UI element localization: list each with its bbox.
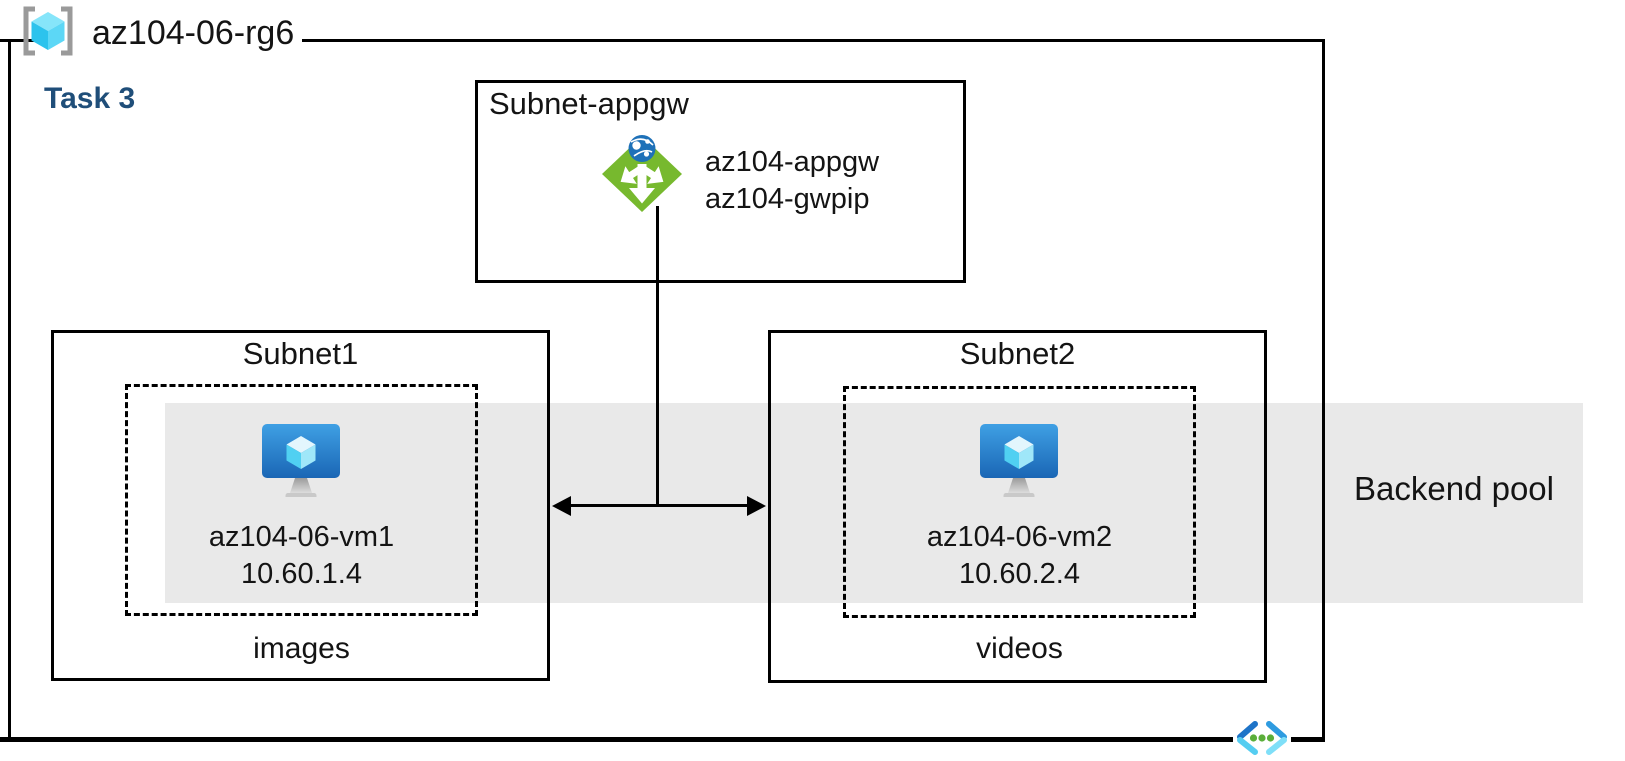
arrowhead-right-icon <box>747 496 766 516</box>
resource-group-border-top-right-segment <box>302 39 1325 42</box>
subnet2-backend-dashed-box <box>843 386 1196 618</box>
vm2-ip-address: 10.60.2.4 <box>959 558 1080 590</box>
subnet2-title: Subnet2 <box>959 336 1076 371</box>
application-gateway-icon <box>598 128 686 216</box>
subnet1-backend-dashed-box <box>125 384 478 616</box>
virtual-machine-icon-vm2 <box>979 423 1059 499</box>
task-label: Task 3 <box>44 82 136 115</box>
vm1-name: az104-06-vm1 <box>208 521 395 553</box>
subnet2-app-label: videos <box>976 632 1063 665</box>
resource-group-border-bottom <box>0 737 1325 742</box>
backend-pool-band <box>165 403 1583 603</box>
subnet1-title: Subnet1 <box>242 336 359 371</box>
subnet-appgw-box <box>475 80 966 283</box>
vm2-name: az104-06-vm2 <box>926 521 1113 553</box>
subnet2-box <box>768 330 1267 683</box>
connector-subnets-horizontal-line <box>556 504 762 507</box>
resource-group-border-right <box>1322 39 1325 740</box>
subnet1-box <box>51 330 550 681</box>
application-gateway-labels: az104-appgw az104-gwpip <box>705 144 879 218</box>
virtual-network-icon <box>1233 718 1291 758</box>
subnet-appgw-title: Subnet-appgw <box>489 86 689 121</box>
resource-group-name: az104-06-rg6 <box>92 14 295 52</box>
connector-appgw-vertical-line <box>656 206 659 506</box>
resource-group-icon <box>20 6 76 56</box>
application-gateway-name: az104-appgw <box>705 146 880 178</box>
vm1-ip-address: 10.60.1.4 <box>241 558 362 590</box>
resource-group-border-left <box>8 39 11 740</box>
virtual-machine-icon-vm1 <box>261 423 341 499</box>
arrowhead-left-icon <box>552 496 571 516</box>
backend-pool-label: Backend pool <box>1354 470 1554 507</box>
application-gateway-public-ip: az104-gwpip <box>705 183 870 215</box>
subnet1-app-label: images <box>253 632 350 665</box>
